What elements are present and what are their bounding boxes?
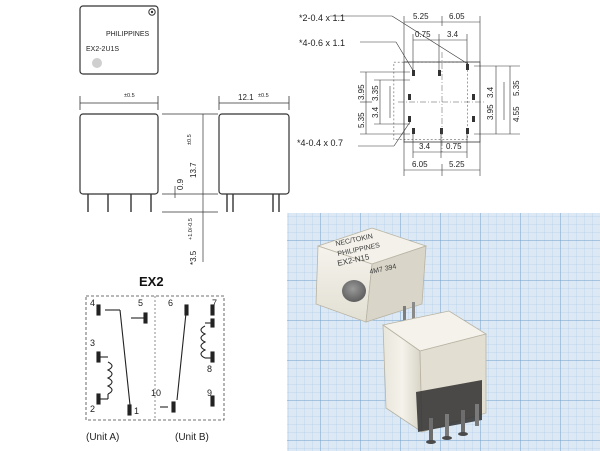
- schematic-pin-6: 6: [168, 298, 173, 308]
- photo-relay-upper: NEC/TOKIN PHILIPPINES EX2-N15 4M7 394: [315, 227, 428, 323]
- footprint-bottom-dim-left: 6.05: [412, 160, 428, 169]
- footprint-bottom-dim-right: 5.25: [449, 160, 465, 169]
- footprint-top-inner-right: 3.4: [447, 30, 459, 39]
- footprint-top-dim-left: 5.25: [413, 12, 429, 21]
- unit-a-label: (Unit A): [86, 432, 119, 443]
- footprint-dimension-lines: [330, 15, 520, 176]
- width-dimension-tol: ±0.5: [124, 93, 135, 99]
- schematic-pin-7: 7: [212, 298, 217, 308]
- relay-top-view: PHILIPPINES EX2-2U1S: [79, 5, 159, 75]
- pcb-footprint: [393, 52, 486, 152]
- footprint-note-bottom: *4-0.4 x 0.7: [297, 138, 343, 148]
- height-dimension-tol: ±0.5: [187, 134, 193, 145]
- photo-relay-lower: [382, 310, 488, 444]
- schematic-pin-2: 2: [90, 404, 95, 414]
- depth-dimension: [218, 96, 290, 110]
- relay-top-country-label: PHILIPPINES: [106, 31, 150, 38]
- pin-length-dimension-tol: +1.0/-0.5: [188, 218, 194, 240]
- footprint-left-outer: 5.35: [357, 112, 366, 128]
- schematic-diagram: 4 5 3 2 1 6 7 8 10 9: [85, 295, 225, 421]
- footprint-top-inner-left: 0.75: [415, 30, 431, 39]
- footprint-right-inner: 3.4: [486, 86, 495, 98]
- width-dimension: [79, 96, 159, 110]
- schematic-pin-4: 4: [90, 298, 95, 308]
- relay-side-view: [218, 113, 290, 212]
- footprint-left-inner-a: 3.35: [371, 85, 380, 101]
- footprint-right-lower-b: 4.55: [512, 106, 521, 122]
- relay-top-part-label: EX2-2U1S: [86, 46, 119, 53]
- footprint-bottom-inner-right: 0.75: [446, 142, 462, 151]
- schematic-pin-10: 10: [151, 388, 161, 398]
- footprint-bottom-inner-left: 3.4: [419, 142, 431, 151]
- footprint-note-mid: *4-0.6 x 1.1: [299, 38, 345, 48]
- relay-photo: NEC/TOKIN PHILIPPINES EX2-N15 4M7 394: [287, 213, 600, 451]
- schematic-pin-8: 8: [207, 364, 212, 374]
- footprint-left-upper: 3.95: [357, 84, 366, 100]
- schematic-pin-5: 5: [138, 298, 143, 308]
- footprint-right-outer: 5.35: [512, 80, 521, 96]
- schematic-pin-1: 1: [134, 406, 139, 416]
- pin-length-dimension-value: *3.5: [189, 250, 198, 265]
- schematic-pin-9: 9: [207, 388, 212, 398]
- depth-dimension-tol: ±0.5: [258, 93, 269, 99]
- footprint-left-inner-b: 3.4: [371, 106, 380, 118]
- relay-front-view: [79, 113, 159, 212]
- schematic-pin-3: 3: [90, 338, 95, 348]
- height-dimension-value: 13.7: [189, 162, 198, 178]
- unit-b-label: (Unit B): [175, 432, 209, 443]
- footprint-right-lower-a: 3.95: [486, 104, 495, 120]
- standoff-dimension-value: 0.9: [176, 178, 185, 190]
- depth-dimension-value: 12.1: [238, 93, 254, 102]
- schematic-title: EX2: [139, 274, 164, 289]
- footprint-note-top: *2-0.4 x 1.1: [299, 13, 345, 23]
- relay-top-marking-dot: [92, 58, 102, 68]
- height-dimension: [162, 113, 218, 262]
- footprint-top-dim-right: 6.05: [449, 12, 465, 21]
